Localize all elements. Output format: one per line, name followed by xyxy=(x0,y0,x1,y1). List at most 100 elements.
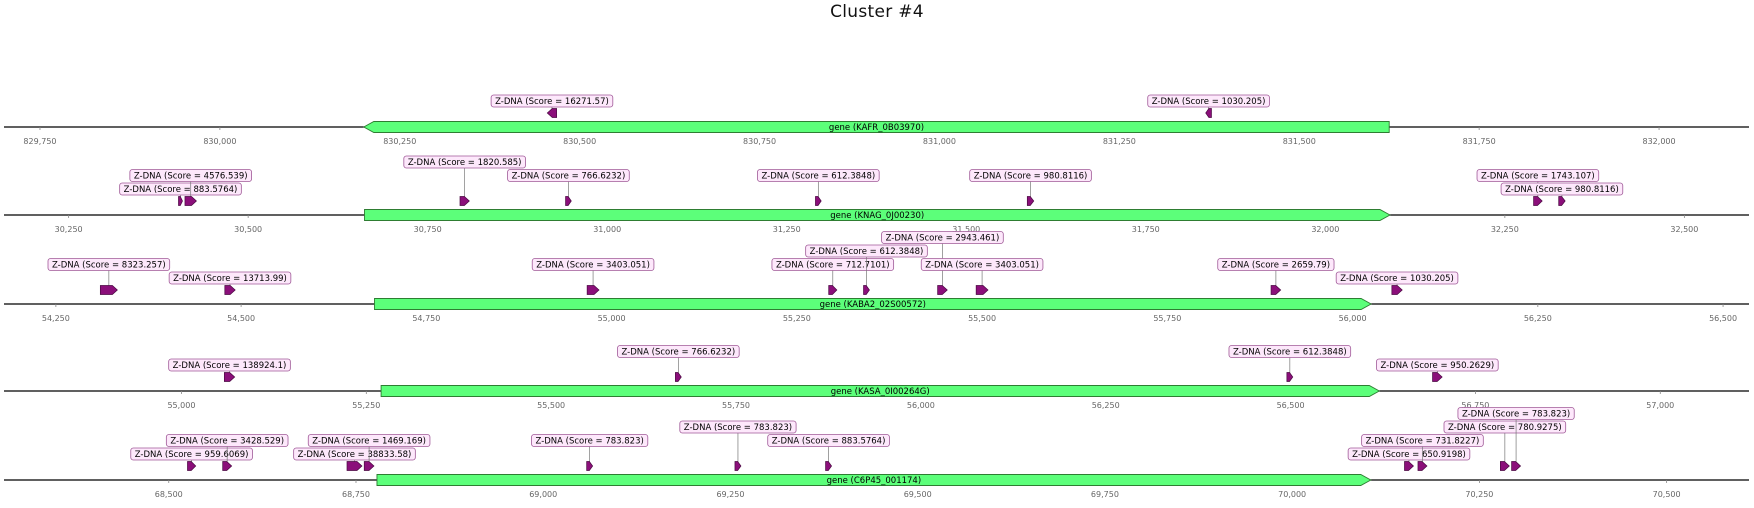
feature-label: Z-DNA (Score = 612.3848) xyxy=(810,247,924,257)
feature-label-box xyxy=(805,244,928,258)
feature-label: Z-DNA (Score = 1743.107) xyxy=(1481,172,1595,182)
z-dna-feature xyxy=(1391,285,1403,295)
gene-label: gene (KNAG_0J00230) xyxy=(830,211,924,221)
z-dna-feature xyxy=(1286,372,1294,382)
axis-tick-label: 829,750 xyxy=(23,137,56,146)
axis-tick-label: 56,500 xyxy=(1709,314,1737,323)
z-dna-feature xyxy=(565,196,572,206)
z-dna-feature xyxy=(1533,196,1543,206)
axis-tick-label: 68,750 xyxy=(342,490,370,499)
axis-tick-label: 830,750 xyxy=(743,137,776,146)
axis-tick-label: 55,250 xyxy=(352,401,380,410)
axis-tick-label: 55,500 xyxy=(537,401,565,410)
z-dna-feature xyxy=(825,461,832,471)
z-dna-feature xyxy=(184,196,197,206)
feature-label: Z-DNA (Score = 980.8116) xyxy=(974,172,1088,182)
feature-label-box xyxy=(490,94,614,108)
diagram-title: Cluster #4 xyxy=(830,2,924,22)
feature-label-box xyxy=(771,258,895,271)
feature-label: Z-DNA (Score = 650.9198) xyxy=(1352,450,1466,460)
gene-label: gene (KASA_0I00264G) xyxy=(831,387,930,397)
feature-label-box xyxy=(1228,345,1352,358)
axis-tick-label: 31,750 xyxy=(1132,225,1160,234)
feature-label-box xyxy=(1217,258,1335,271)
feature-label: Z-DNA (Score = 612.3848) xyxy=(761,172,875,182)
gene-label: gene (KABA2_02S00572) xyxy=(820,300,926,310)
feature-label: Z-DNA (Score = 766.6232) xyxy=(621,348,735,358)
feature-label: Z-DNA (Score = 3428.529) xyxy=(170,437,284,447)
z-dna-feature xyxy=(99,285,118,295)
axis-tick-label: 32,000 xyxy=(1311,225,1339,234)
axis-tick-label: 831,250 xyxy=(1103,137,1136,146)
axis-tick-label: 55,750 xyxy=(1153,314,1181,323)
feature-label: Z-DNA (Score = 2943.461) xyxy=(886,234,1000,244)
feature-label-box xyxy=(403,155,526,169)
feature-label: Z-DNA (Score = 731.8227) xyxy=(1366,437,1480,447)
axis-tick-label: 30,500 xyxy=(234,225,262,234)
feature-label-box xyxy=(969,169,1092,182)
feature-label: Z-DNA (Score = 612.3848) xyxy=(1233,348,1347,358)
feature-label-box xyxy=(1476,169,1600,182)
z-dna-feature xyxy=(828,285,838,295)
axis-tick-label: 831,000 xyxy=(923,137,956,146)
axis-tick-label: 55,250 xyxy=(783,314,811,323)
feature-label-box xyxy=(168,271,292,285)
axis-tick-label: 70,000 xyxy=(1278,490,1306,499)
z-dna-feature xyxy=(224,285,236,295)
feature-label-box xyxy=(617,345,740,358)
axis-tick-label: 32,250 xyxy=(1491,225,1519,234)
axis-tick-label: 69,000 xyxy=(529,490,557,499)
feature-label: Z-DNA (Score = 1820.585) xyxy=(408,158,522,168)
z-dna-feature xyxy=(1026,196,1035,206)
feature-label: Z-DNA (Score = 2659.79) xyxy=(1222,261,1330,271)
feature-label-box xyxy=(1347,447,1471,461)
feature-label: Z-DNA (Score = 3403.051) xyxy=(925,261,1039,271)
z-dna-feature xyxy=(675,372,682,382)
feature-label: Z-DNA (Score = 1030.205) xyxy=(1340,274,1454,284)
axis-tick-label: 830,500 xyxy=(563,137,596,146)
feature-label: Z-DNA (Score = 4576.539) xyxy=(134,172,248,182)
axis-tick-label: 56,500 xyxy=(1277,401,1305,410)
z-dna-feature xyxy=(1270,285,1282,295)
axis-tick-label: 54,500 xyxy=(227,314,255,323)
feature-label-box xyxy=(307,434,431,447)
feature-label: Z-DNA (Score = 883.5764) xyxy=(124,185,238,195)
z-dna-feature xyxy=(586,461,594,471)
feature-label-box xyxy=(1335,271,1459,285)
feature-label-box xyxy=(1147,94,1270,108)
feature-label-box xyxy=(679,420,797,434)
feature-label-box xyxy=(531,258,655,271)
axis-tick-label: 31,250 xyxy=(773,225,801,234)
axis-tick-label: 55,750 xyxy=(722,401,750,410)
axis-tick-label: 831,500 xyxy=(1283,137,1316,146)
feature-label: Z-DNA (Score = 8323.257) xyxy=(52,261,166,271)
feature-label-box xyxy=(531,434,649,447)
axis-tick-label: 69,500 xyxy=(904,490,932,499)
z-dna-feature xyxy=(937,285,948,295)
axis-tick-label: 30,250 xyxy=(55,225,83,234)
gene-label: gene (C6P45_001174) xyxy=(827,476,922,486)
feature-label-box xyxy=(130,447,253,461)
axis-tick-label: 55,000 xyxy=(167,401,195,410)
axis-tick-label: 70,250 xyxy=(1465,490,1493,499)
feature-label: Z-DNA (Score = 766.6232) xyxy=(512,172,626,182)
feature-label: Z-DNA (Score = 1469.169) xyxy=(312,437,426,447)
z-dna-feature xyxy=(459,196,470,206)
feature-label-box xyxy=(1361,434,1484,447)
axis-tick-label: 830,250 xyxy=(383,137,416,146)
axis-tick-label: 70,500 xyxy=(1653,490,1681,499)
feature-label-box xyxy=(47,258,171,271)
axis-tick-label: 56,750 xyxy=(1461,401,1489,410)
z-dna-feature xyxy=(1205,108,1212,118)
axis-tick-label: 55,000 xyxy=(598,314,626,323)
axis-tick-label: 54,750 xyxy=(412,314,440,323)
axis-tick-label: 69,750 xyxy=(1091,490,1119,499)
z-dna-feature xyxy=(346,461,363,471)
z-dna-feature xyxy=(363,461,375,471)
z-dna-feature xyxy=(1417,461,1428,471)
axis-tick-label: 31,500 xyxy=(952,225,980,234)
axis-tick-label: 32,500 xyxy=(1670,225,1698,234)
